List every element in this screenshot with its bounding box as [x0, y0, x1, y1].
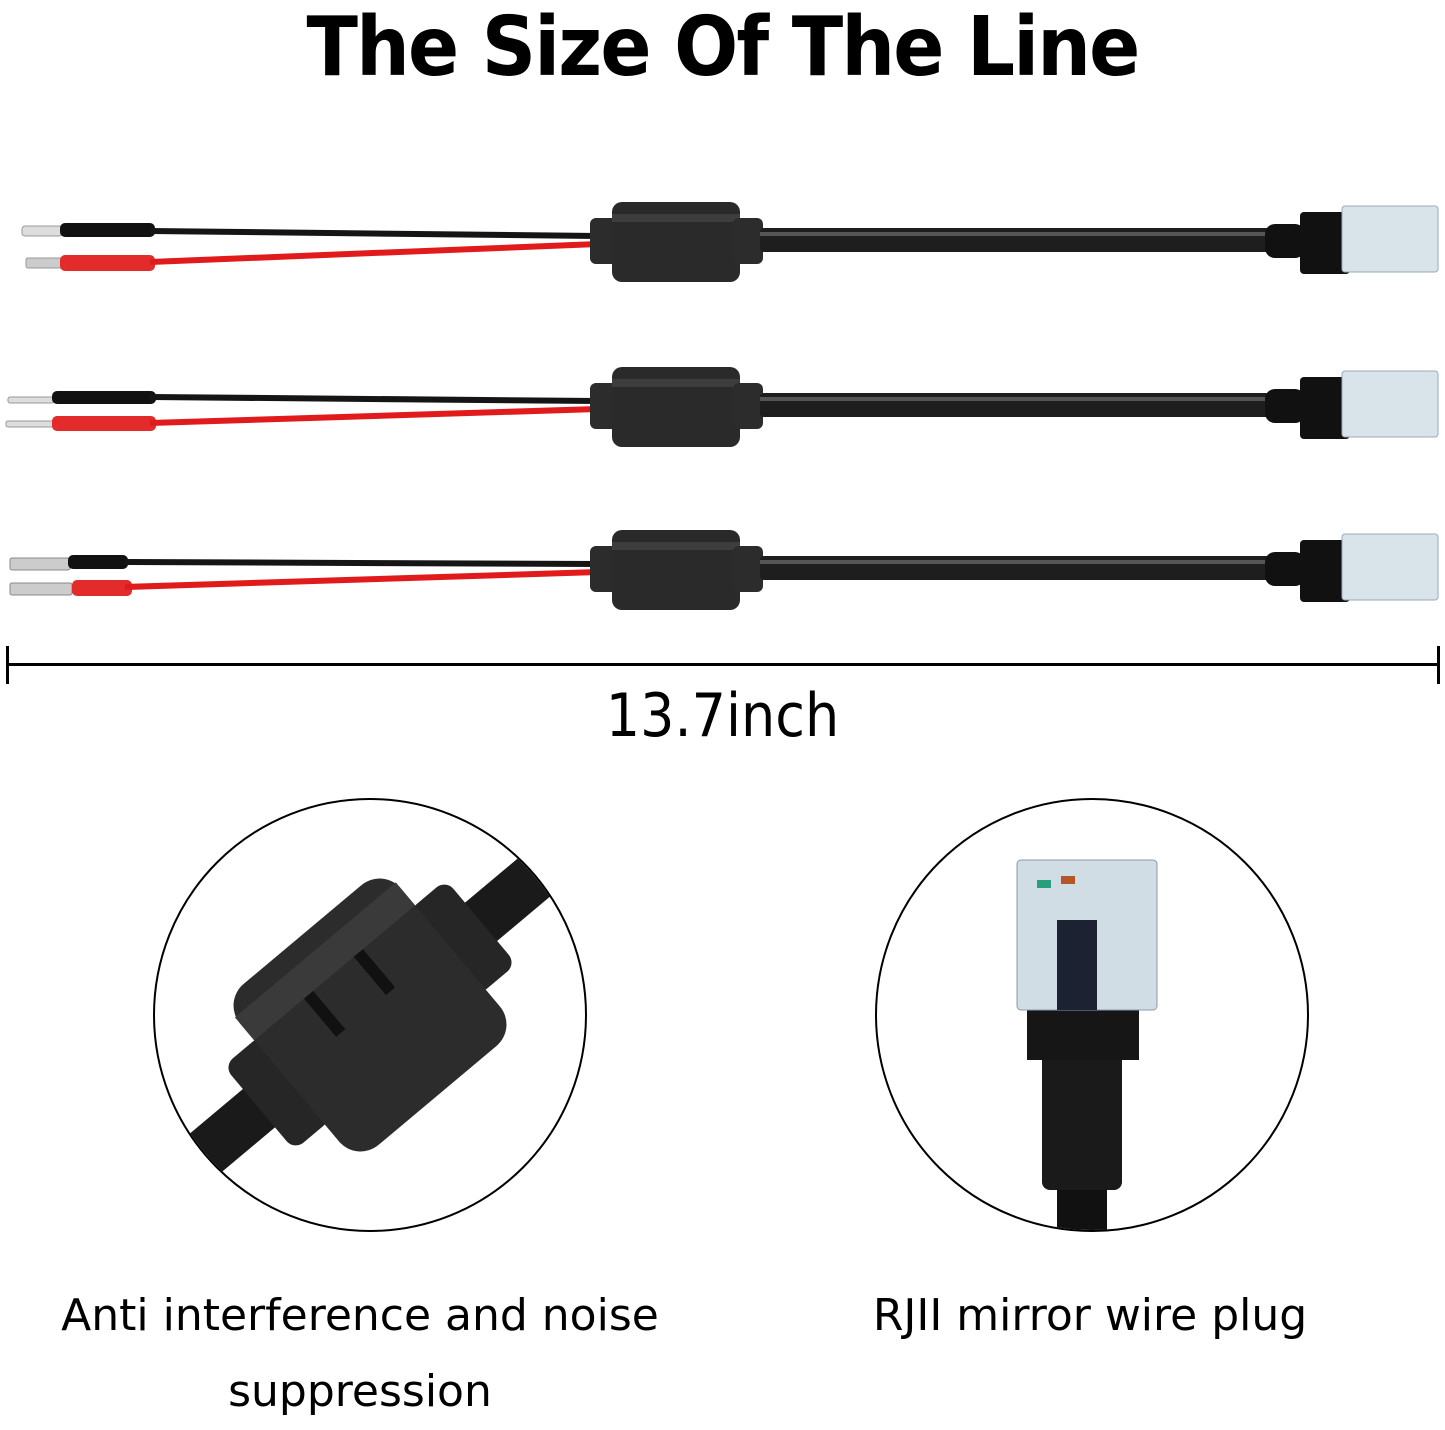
- rj11-plug-closeup-icon: [1016, 859, 1158, 1230]
- dimension-label: 13.7inch: [605, 681, 840, 751]
- detail-circle-plug: [875, 798, 1309, 1232]
- caption-plug: RJII mirror wire plug: [820, 1278, 1360, 1354]
- dimension-bar: [6, 663, 1440, 666]
- cable-1: [21, 202, 1439, 282]
- rj11-plug-icon: [1265, 533, 1439, 602]
- caption-ferrite: Anti interference and noise suppression: [40, 1278, 680, 1430]
- ferrite-core-closeup-icon: [155, 812, 585, 1211]
- cable-3: [9, 530, 1439, 610]
- dimension-line: [6, 646, 1440, 686]
- rj11-plug-icon: [1265, 370, 1439, 439]
- caption-ferrite-line2: suppression: [228, 1366, 492, 1417]
- ferrite-core-icon: [590, 530, 763, 610]
- pin-terminal-icon: [5, 396, 55, 428]
- ferrite-core-icon: [590, 367, 763, 447]
- page-title: The Size Of The Line: [306, 0, 1141, 95]
- ferrite-core-icon: [590, 202, 763, 282]
- cable-2: [5, 367, 1439, 447]
- rj11-plug-icon: [1265, 205, 1439, 274]
- dimension-tick-left: [6, 646, 9, 684]
- fork-terminal-icon: [21, 225, 67, 269]
- caption-ferrite-line1: Anti interference and noise: [61, 1290, 659, 1341]
- detail-circle-ferrite: [153, 798, 587, 1232]
- crimp-terminal-icon: [9, 557, 73, 596]
- dimension-tick-right: [1437, 646, 1440, 684]
- caption-plug-line1: RJII mirror wire plug: [872, 1290, 1308, 1341]
